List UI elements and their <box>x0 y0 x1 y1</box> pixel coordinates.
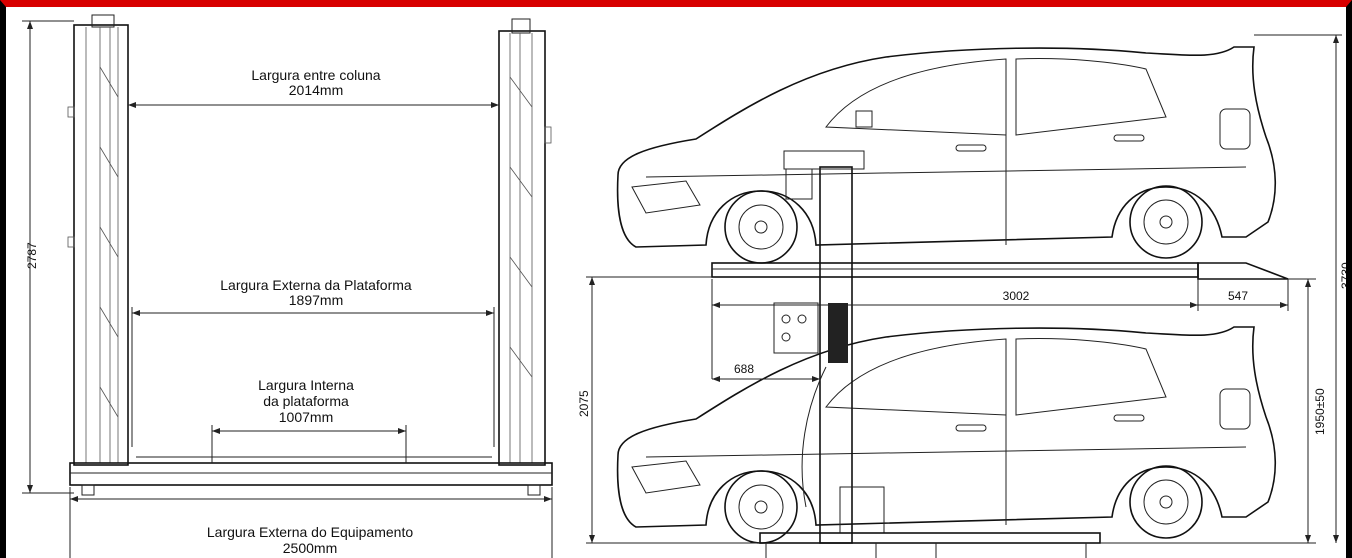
ramp-length-value: 547 <box>1228 289 1248 303</box>
platform-external-value: 1897mm <box>289 292 343 308</box>
equipment-external-dimension: Largura Externa do Equipamento 2500mm <box>69 487 553 558</box>
column-width-label: Largura entre coluna <box>251 67 380 83</box>
base-platform <box>69 453 553 496</box>
platform-external-label: Largura Externa da Plataforma <box>220 277 412 293</box>
technical-drawing: 2787 <box>22 14 1346 558</box>
platform-external-dimension: Largura Externa da Plataforma 1897mm <box>131 277 495 447</box>
total-height-dimension: 3730 <box>1254 34 1346 543</box>
lift-height-dimension: 1950±50 <box>1100 278 1327 544</box>
platform-internal-label-2: da plataforma <box>263 393 349 409</box>
side-view: 3002 547 688 2075 1950± <box>577 34 1346 558</box>
column-width-dimension: Largura entre coluna 2014mm <box>128 67 499 108</box>
lower-height-dimension: 2075 <box>577 276 760 544</box>
lower-car <box>616 326 1277 544</box>
column-width-value: 2014mm <box>289 82 343 98</box>
offset-688-dimension: 688 <box>712 362 820 382</box>
total-height-value: 3730 <box>1339 262 1346 289</box>
equipment-external-value: 2500mm <box>283 540 337 556</box>
front-view: 2787 <box>22 14 553 558</box>
left-column <box>67 14 129 466</box>
platform-length-value: 3002 <box>1003 289 1030 303</box>
height-value: 2787 <box>25 242 39 269</box>
equipment-external-label: Largura Externa do Equipamento <box>207 524 413 540</box>
platform-internal-value: 1007mm <box>279 409 333 425</box>
right-column <box>498 18 552 466</box>
upper-car <box>616 46 1277 264</box>
lift-height-value: 1950±50 <box>1313 388 1327 435</box>
platform-internal-label-1: Largura Interna <box>258 377 354 393</box>
height-dimension: 2787 <box>22 20 74 494</box>
platform-internal-dimension: Largura Interna da plataforma 1007mm <box>211 377 407 453</box>
lift-post <box>759 150 1101 558</box>
platform-length-dimension: 3002 547 <box>711 279 1289 379</box>
offset-688-value: 688 <box>734 362 754 376</box>
lower-height-value: 2075 <box>577 390 591 417</box>
upper-platform <box>711 262 1289 280</box>
